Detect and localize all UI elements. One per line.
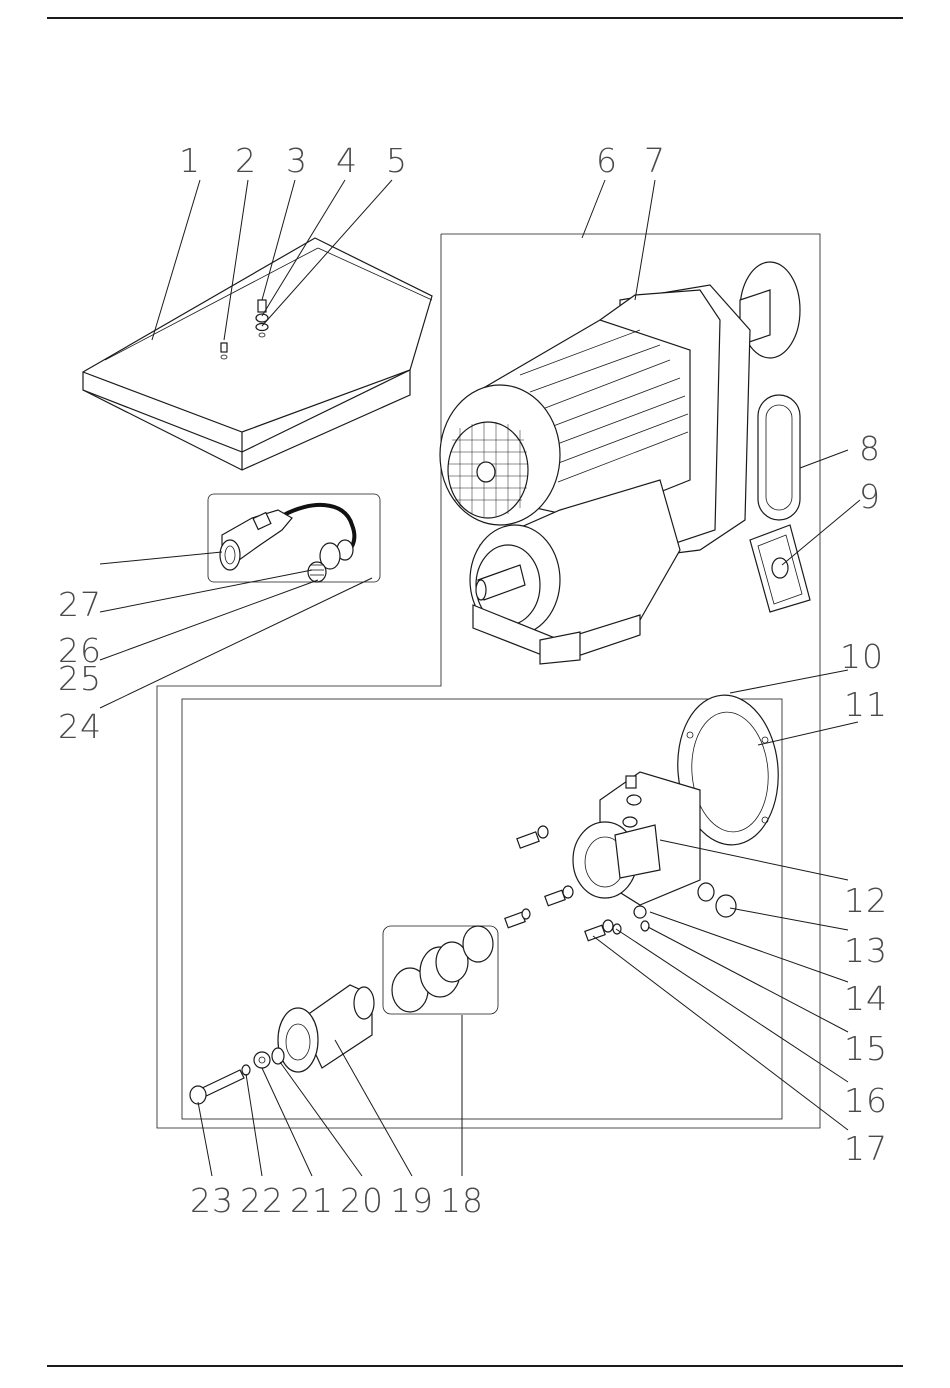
callout-26: 26 bbox=[58, 631, 102, 670]
callout-19: 19 bbox=[390, 1181, 434, 1220]
callout-23: 23 bbox=[190, 1181, 234, 1220]
callout-10: 10 bbox=[840, 637, 884, 676]
cover-plate bbox=[750, 525, 810, 612]
callout-8: 8 bbox=[859, 429, 881, 468]
callout-7: 7 bbox=[644, 141, 666, 180]
callout-20: 20 bbox=[340, 1181, 384, 1220]
cable-assembly-panel bbox=[208, 494, 380, 582]
callout-24: 24 bbox=[58, 707, 102, 746]
callout-5: 5 bbox=[386, 141, 408, 180]
callout-14: 14 bbox=[844, 979, 888, 1018]
oval-gasket bbox=[758, 395, 800, 520]
callout-16: 16 bbox=[844, 1081, 888, 1120]
long-screw bbox=[190, 1070, 244, 1104]
callout-13: 13 bbox=[844, 931, 888, 970]
callout-21: 21 bbox=[290, 1181, 334, 1220]
mechanical-seal-kit bbox=[383, 926, 498, 1014]
callout-17: 17 bbox=[844, 1129, 888, 1168]
callout-3: 3 bbox=[286, 141, 308, 180]
pump-housing bbox=[573, 772, 700, 905]
pump-shaft-sleeve bbox=[278, 985, 374, 1072]
callout-27: 27 bbox=[58, 585, 102, 624]
callout-9: 9 bbox=[859, 477, 881, 516]
callout-15: 15 bbox=[844, 1029, 888, 1068]
lid-cover bbox=[83, 238, 432, 470]
gear-motor bbox=[440, 262, 800, 664]
callout-2: 2 bbox=[235, 141, 257, 180]
callout-11: 11 bbox=[844, 685, 888, 724]
callout-18: 18 bbox=[440, 1181, 484, 1220]
callout-22: 22 bbox=[240, 1181, 284, 1220]
callout-6: 6 bbox=[596, 141, 618, 180]
callout-4: 4 bbox=[336, 141, 358, 180]
callout-1: 1 bbox=[179, 141, 201, 180]
callout-12: 12 bbox=[844, 881, 888, 920]
